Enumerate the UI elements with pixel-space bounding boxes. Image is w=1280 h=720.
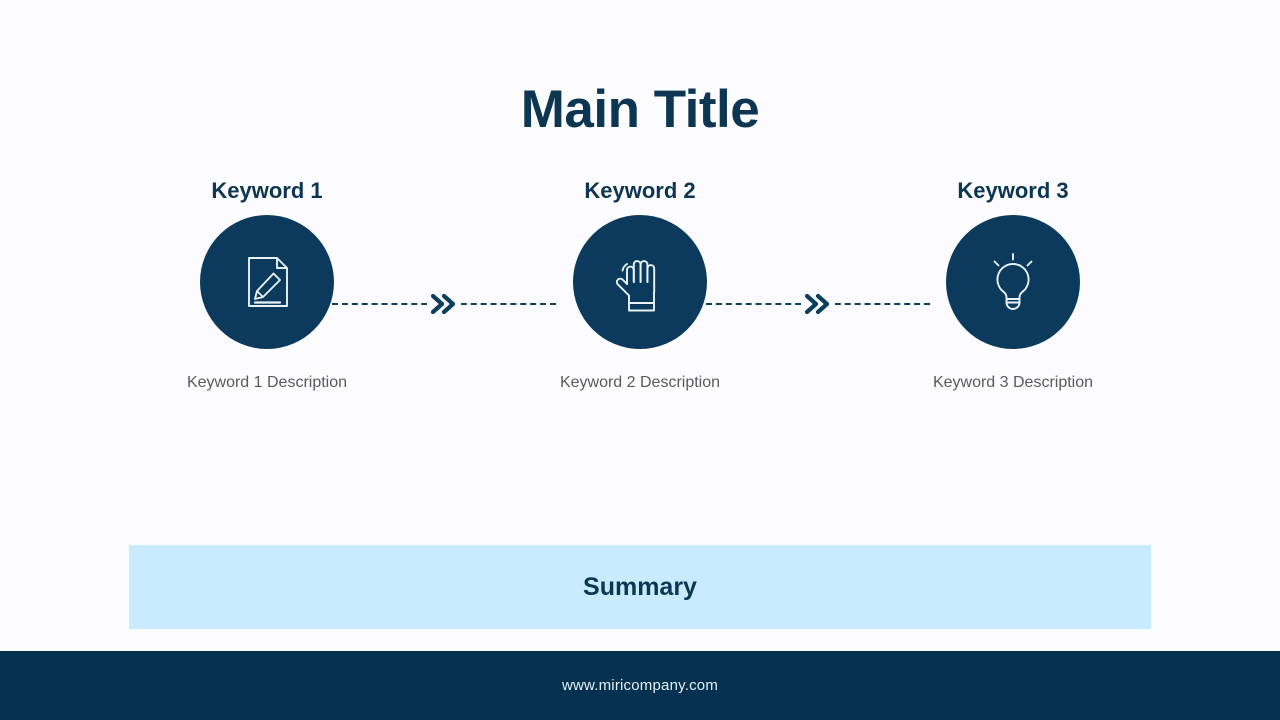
- step-item-1[interactable]: Keyword 1 Keyword 1 Description: [127, 176, 407, 394]
- footer-bar: www.miricompany.com: [0, 651, 1280, 720]
- connector-1: [332, 287, 556, 321]
- step-circle-1[interactable]: [200, 215, 334, 349]
- step-circle-3[interactable]: [946, 215, 1080, 349]
- step-icon-wrap-3: [873, 215, 1153, 361]
- footer-website-url: www.miricompany.com: [561, 677, 719, 694]
- step-heading-2: Keyword 2: [584, 178, 696, 203]
- lightbulb-icon: [977, 246, 1049, 318]
- step-item-3[interactable]: Keyword 3: [873, 176, 1153, 394]
- hand-icon: [605, 247, 675, 317]
- step-description-1: Keyword 1 Description: [186, 374, 348, 391]
- double-chevron-right-icon: [427, 287, 461, 321]
- step-description-2: Keyword 2 Description: [559, 374, 721, 391]
- step-heading-1: Keyword 1: [211, 178, 323, 203]
- step-icon-wrap-2: [500, 215, 780, 361]
- double-chevron-right-icon: [801, 287, 835, 321]
- step-description-3: Keyword 3 Description: [932, 374, 1094, 391]
- step-heading-3: Keyword 3: [957, 178, 1069, 203]
- connector-2: [706, 287, 930, 321]
- step-icon-wrap-1: [127, 215, 407, 361]
- summary-label: Summary: [583, 572, 697, 601]
- summary-banner[interactable]: Summary: [129, 545, 1151, 629]
- document-pencil-icon: [231, 246, 303, 318]
- step-item-2[interactable]: Keyword 2: [500, 176, 780, 394]
- steps-row: Keyword 1 Keyword 1 Description: [0, 176, 1280, 426]
- step-circle-2[interactable]: [573, 215, 707, 349]
- page-title: Main Title: [520, 80, 760, 139]
